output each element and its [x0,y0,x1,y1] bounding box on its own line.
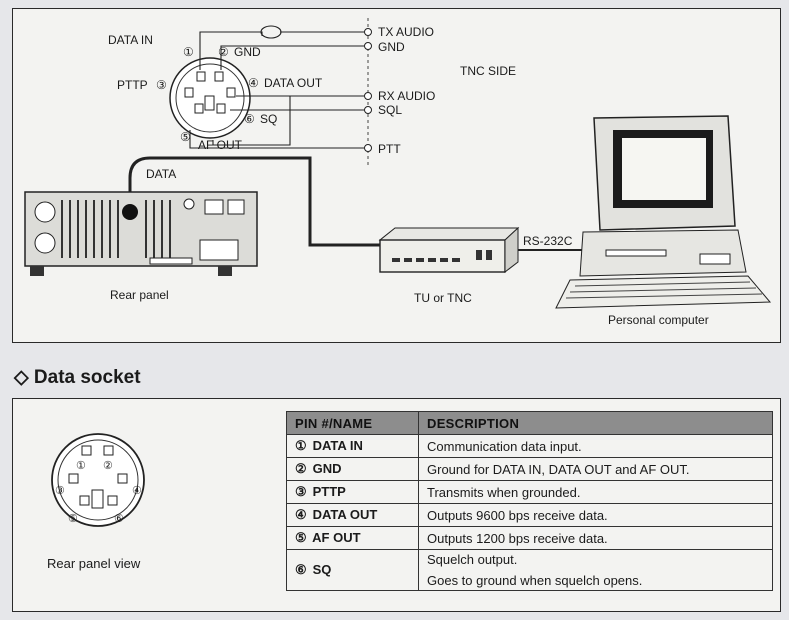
table-row: ② GND Ground for DATA IN, DATA OUT and A… [286,457,773,481]
pin-description: Ground for DATA IN, DATA OUT and AF OUT. [418,457,773,481]
pin-description-line-1: Squelch output. [427,552,518,567]
terminal-label-ptt: PTT [378,142,401,156]
pin-description: Outputs 9600 bps receive data. [418,503,773,527]
personal-computer-caption: Personal computer [608,313,709,327]
pin-mark-5: ⑤ [180,130,191,144]
pin-name: SQ [312,562,332,577]
pin-label-data-in: DATA IN [108,33,153,47]
pin-mark-2: ② [218,45,229,59]
tnc-side-label: TNC SIDE [460,64,517,78]
data-socket-drawing [169,57,251,139]
terminal-label-gnd: GND [378,40,405,54]
pin-label-gnd: GND [234,45,261,59]
pin-label-af-out: AF OUT [198,138,242,152]
pin-name: PTTP [312,484,346,499]
personal-computer-drawing [555,115,772,309]
socket-pin-mark-4: ④ [132,485,142,497]
pin-name-cell: ② GND [286,457,419,481]
pin-table: PIN #/NAME DESCRIPTION ① DATA IN Communi… [286,411,773,591]
pin-mark: ④ [295,507,307,522]
pin-mark: ⑤ [295,530,307,545]
pin-description-line-2: Goes to ground when squelch opens. [427,573,643,588]
pin-name-cell: ③ PTTP [286,480,419,504]
terminal-label-tx-audio: TX AUDIO [378,25,435,39]
pin-name: GND [312,461,342,476]
pin-label-sq: SQ [260,112,278,126]
diamond-marker-icon: ◇ [14,367,29,388]
pin-mark: ⑥ [295,562,307,577]
pin-mark: ① [295,438,307,453]
terminal-ptt [364,144,372,152]
terminal-tx-audio [364,28,372,36]
pin-name: DATA OUT [312,507,378,522]
terminal-label-sql: SQL [378,103,403,117]
socket-pin-mark-6: ⑥ [114,513,124,525]
pin-mark-1: ① [183,45,194,59]
pin-description: Communication data input. [418,434,773,458]
table-row: ④ DATA OUT Outputs 9600 bps receive data… [286,503,773,527]
section-heading: ◇ Data socket [14,366,141,389]
pin-mark: ③ [295,484,307,499]
socket-pin-mark-5: ⑤ [68,513,78,525]
pin-name-cell: ① DATA IN [286,434,419,458]
data-cable-label: DATA [146,167,177,181]
pin-mark-6: ⑥ [244,112,255,126]
table-row: ① DATA IN Communication data input. [286,434,773,458]
table-row: ⑤ AF OUT Outputs 1200 bps receive data. [286,526,773,550]
table-row: ③ PTTP Transmits when grounded. [286,480,773,504]
pin-label-data-out: DATA OUT [264,76,323,90]
terminal-gnd [364,42,372,50]
terminal-rx-audio [364,92,372,100]
table-row: ⑥ SQ Squelch output. Goes to ground when… [286,549,773,591]
table-header-row: PIN #/NAME DESCRIPTION [286,411,773,435]
data-cable [128,156,388,247]
section-heading-text: Data socket [33,367,141,388]
socket-pin-mark-2: ② [103,460,113,472]
radio-rear-panel-drawing [24,191,258,276]
pin-description: Squelch output. Goes to ground when sque… [418,549,773,591]
pin-name-cell: ⑤ AF OUT [286,526,419,550]
pin-name: AF OUT [312,530,361,545]
socket-pin-mark-1: ① [76,460,86,472]
socket-pin-mark-3: ③ [55,485,65,497]
tnc-caption: TU or TNC [414,291,472,305]
terminal-sql [364,106,372,114]
pin-label-pttp: PTTP [117,78,148,92]
pin-name: DATA IN [312,438,363,453]
rs232c-label: RS-232C [523,234,573,248]
terminal-label-rx-audio: RX AUDIO [378,89,436,103]
pin-mark: ② [295,461,307,476]
tnc-box-drawing [378,226,520,274]
rear-panel-socket-view [51,433,145,527]
pin-mark-3: ③ [156,78,167,92]
pin-description: Outputs 1200 bps receive data. [418,526,773,550]
pin-name-cell: ④ DATA OUT [286,503,419,527]
pin-mark-4: ④ [248,76,259,90]
pin-name-cell: ⑥ SQ [286,549,419,591]
rear-panel-view-caption: Rear panel view [47,556,141,571]
header-pin-name: PIN #/NAME [286,411,419,435]
pin-description: Transmits when grounded. [418,480,773,504]
rear-panel-caption: Rear panel [110,288,169,302]
header-description: DESCRIPTION [418,411,773,435]
